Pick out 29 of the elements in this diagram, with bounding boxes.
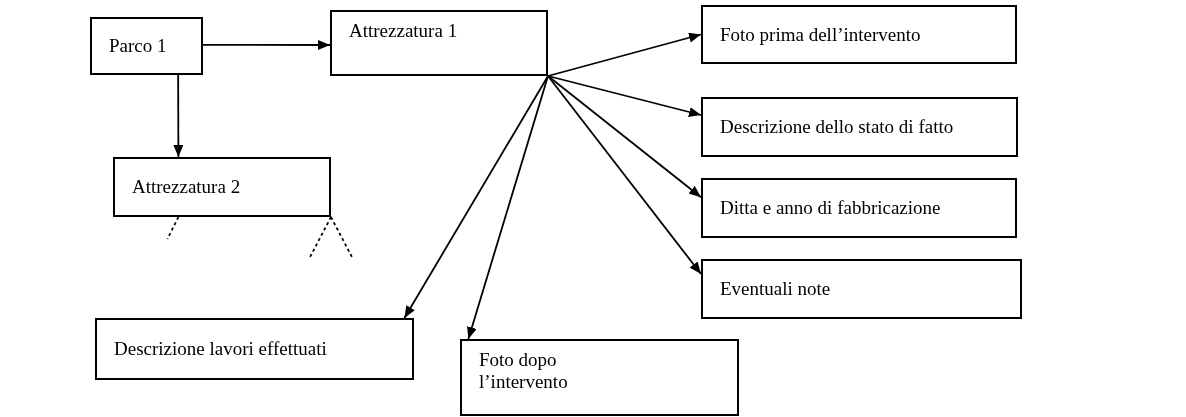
dashed-line <box>330 216 354 260</box>
dashed-line <box>166 216 180 240</box>
text-box <box>701 97 1018 157</box>
box-label: Foto prima dell’intervento <box>720 23 921 46</box>
box-label: Ditta e anno di fabbricazione <box>720 197 941 219</box>
text-box <box>95 318 414 380</box>
box-label: Attrezzatura 1 <box>349 20 458 42</box>
arrow <box>466 75 549 340</box>
box-label: Foto dopo l’intervento <box>479 349 569 393</box>
arrow <box>202 39 331 50</box>
arrow <box>403 75 549 319</box>
arrow <box>173 74 184 158</box>
box-label: Descrizione lavori effettuati <box>114 338 327 360</box>
box-label: Attrezzatura 2 <box>132 176 241 198</box>
box-label: Eventuali note <box>720 278 831 300</box>
arrow <box>547 32 702 77</box>
box-label: Parco 1 <box>109 35 167 57</box>
arrow <box>547 75 702 199</box>
box-label: Descrizione dello stato di fatto <box>720 116 954 138</box>
text-box <box>701 178 1017 238</box>
dashed-line <box>308 216 332 260</box>
text-box <box>90 17 203 75</box>
text-box <box>113 157 331 217</box>
text-box <box>330 10 548 76</box>
arrow <box>547 75 702 275</box>
text-box <box>460 339 739 416</box>
arrow <box>547 75 702 118</box>
text-box <box>701 259 1022 319</box>
text-box <box>701 5 1017 64</box>
